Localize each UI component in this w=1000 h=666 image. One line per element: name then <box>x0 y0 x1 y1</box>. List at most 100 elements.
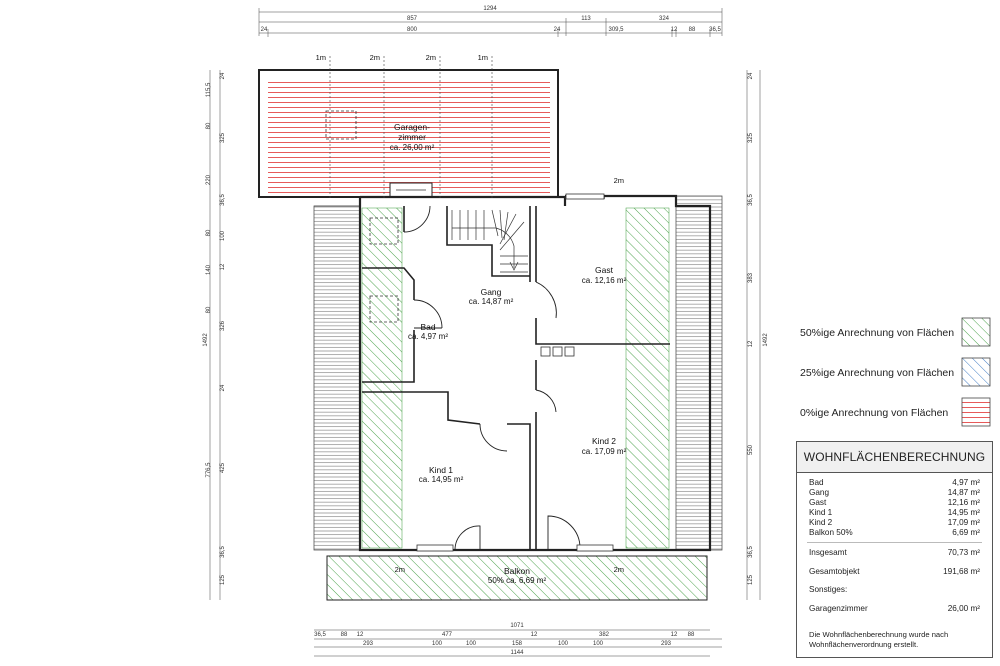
row-value: 6,69 m² <box>952 528 980 537</box>
outer-walls <box>358 193 712 552</box>
row-label: Balkon 50% <box>809 528 853 537</box>
dim-left-12: 326 <box>220 320 226 331</box>
area-table-title: WOHNFLÄCHENBERECHNUNG <box>797 442 992 473</box>
dim-b2-g: 12 <box>671 632 678 638</box>
gang-name: Gang <box>481 287 502 297</box>
fixtures <box>369 217 614 552</box>
legend-item-25: 25%ige Anrechnung von Flächen <box>796 358 996 388</box>
hm-top-3: 2m <box>426 53 436 62</box>
dim-left-6: 36,5 <box>220 194 226 206</box>
gesamtobjekt-value: 191,68 m² <box>943 567 980 576</box>
garagenzimmer-label: Garagenzimmer <box>809 604 868 613</box>
total-row: Insgesamt 70,73 m² <box>809 548 980 558</box>
dim-b2-f: 382 <box>599 632 610 638</box>
dim-left-14: 776,5 <box>206 462 212 478</box>
dim-bottom-1071: 1071 <box>510 623 524 629</box>
dim-top3-c: 24 <box>554 27 561 33</box>
dim-right-1: 24 <box>748 72 754 79</box>
hm-gast: 2m <box>614 176 624 185</box>
row-value: 17,09 m² <box>947 518 980 527</box>
dim-right-6: 550 <box>748 444 754 455</box>
dim-left-13: 24 <box>220 384 226 391</box>
row-value: 12,16 m² <box>947 498 980 507</box>
table-row: Bad 4,97 m² <box>809 478 980 488</box>
row-value: 14,87 m² <box>947 488 980 497</box>
gang-area: ca. 14,87 m² <box>469 297 514 306</box>
dim-b3-b: 100 <box>432 641 443 647</box>
sonstiges-row: Sonstiges: <box>809 585 980 595</box>
gast-area: ca. 12,16 m² <box>582 276 627 285</box>
dim-right-2: 325 <box>748 132 754 143</box>
row-label: Bad <box>809 478 824 487</box>
garage-name-1: Garagen- <box>394 122 430 132</box>
dim-bottom-total: 1144 <box>511 650 525 656</box>
gesamtobjekt-label: Gesamtobjekt <box>809 567 860 576</box>
dim-left-10: 12 <box>220 263 226 270</box>
dim-right-outer: 1492 <box>763 333 769 347</box>
legend-label-50: 50%ige Anrechnung von Flächen <box>800 327 955 339</box>
row-label: Gang <box>809 488 830 497</box>
dim-top3-b: 800 <box>407 27 418 33</box>
table-row: Kind 1 14,95 m² <box>809 508 980 518</box>
dimension-labels: 1294 857 113 324 24 800 24 309,5 12 88 3… <box>203 6 769 656</box>
dim-top3-f: 88 <box>689 27 696 33</box>
dim-b3-c: 100 <box>466 641 477 647</box>
dim-b2-e: 12 <box>531 632 538 638</box>
table-row: Kind 2 17,09 m² <box>809 518 980 528</box>
dim-top-857: 857 <box>407 16 418 22</box>
dim-left-15: 425 <box>220 462 226 473</box>
dim-left-4: 325 <box>220 132 226 143</box>
hm-top-4: 1m <box>478 53 488 62</box>
hm-top-1: 1m <box>316 53 326 62</box>
bad-name: Bad <box>420 322 435 332</box>
legend-label-25: 25%ige Anrechnung von Flächen <box>800 367 955 379</box>
sonstiges-label: Sonstiges: <box>809 585 848 594</box>
gesamtobjekt-row: Gesamtobjekt 191,68 m² <box>809 567 980 577</box>
garage-room: Garagen- zimmer ca. 26,00 m² <box>258 69 559 198</box>
dim-b3-g: 293 <box>661 641 672 647</box>
dim-b2-b: 88 <box>341 632 348 638</box>
dim-top-324: 324 <box>659 16 670 22</box>
legend-item-50: 50%ige Anrechnung von Flächen <box>796 318 996 348</box>
dimension-lines <box>209 8 761 657</box>
table-row: Balkon 50% 6,69 m² <box>809 528 980 538</box>
dim-top3-e: 12 <box>671 27 678 33</box>
hm-top-2: 2m <box>370 53 380 62</box>
dim-b3-f: 100 <box>593 641 604 647</box>
dim-left-9: 140 <box>206 264 212 275</box>
height-mark-labels: 1m 2m 2m 1m 2m 2m 2m <box>316 53 624 574</box>
dim-b2-c: 12 <box>357 632 364 638</box>
room-labels: Gang ca. 14,87 m² Gast ca. 12,16 m² Bad … <box>408 265 627 585</box>
gast-name: Gast <box>595 265 614 275</box>
balkon-area: 50% ca. 6,69 m² <box>488 576 547 585</box>
dim-left-2: 115,5 <box>206 82 212 97</box>
dim-left-7: 80 <box>206 229 212 236</box>
roof-left <box>313 205 361 551</box>
dim-left-outer: 1492 <box>203 333 209 347</box>
balkon-name: Balkon <box>504 566 530 576</box>
dim-left-5: 220 <box>206 174 212 185</box>
roof-right <box>675 195 723 551</box>
row-label: Gast <box>809 498 827 507</box>
legend-item-0: 0%ige Anrechnung von Flächen <box>796 398 996 428</box>
dim-b3-a: 293 <box>363 641 374 647</box>
kind2-name: Kind 2 <box>592 436 616 446</box>
legend-label-0: 0%ige Anrechnung von Flächen <box>800 407 949 419</box>
kind1-name: Kind 1 <box>429 465 453 475</box>
garagenzimmer-row: Garagenzimmer 26,00 m² <box>809 604 980 614</box>
dim-right-4: 383 <box>748 272 754 283</box>
interior-walls <box>362 206 670 550</box>
hm-balkon-left: 2m <box>395 565 405 574</box>
height-marks <box>329 56 493 200</box>
dim-left-1: 24 <box>220 72 226 79</box>
total-label: Insgesamt <box>809 548 847 557</box>
dim-top3-d: 309,5 <box>608 27 624 33</box>
dim-top3-g: 36,5 <box>709 27 721 33</box>
dim-right-5: 12 <box>748 340 754 347</box>
bad-area: ca. 4,97 m² <box>408 332 448 341</box>
dim-b2-h: 88 <box>688 632 695 638</box>
row-value: 14,95 m² <box>947 508 980 517</box>
area-table: WOHNFLÄCHENBERECHNUNG Bad 4,97 m² Gang 1… <box>796 441 993 658</box>
table-note: Die Wohnflächenberechnung wurde nach Woh… <box>809 630 949 649</box>
